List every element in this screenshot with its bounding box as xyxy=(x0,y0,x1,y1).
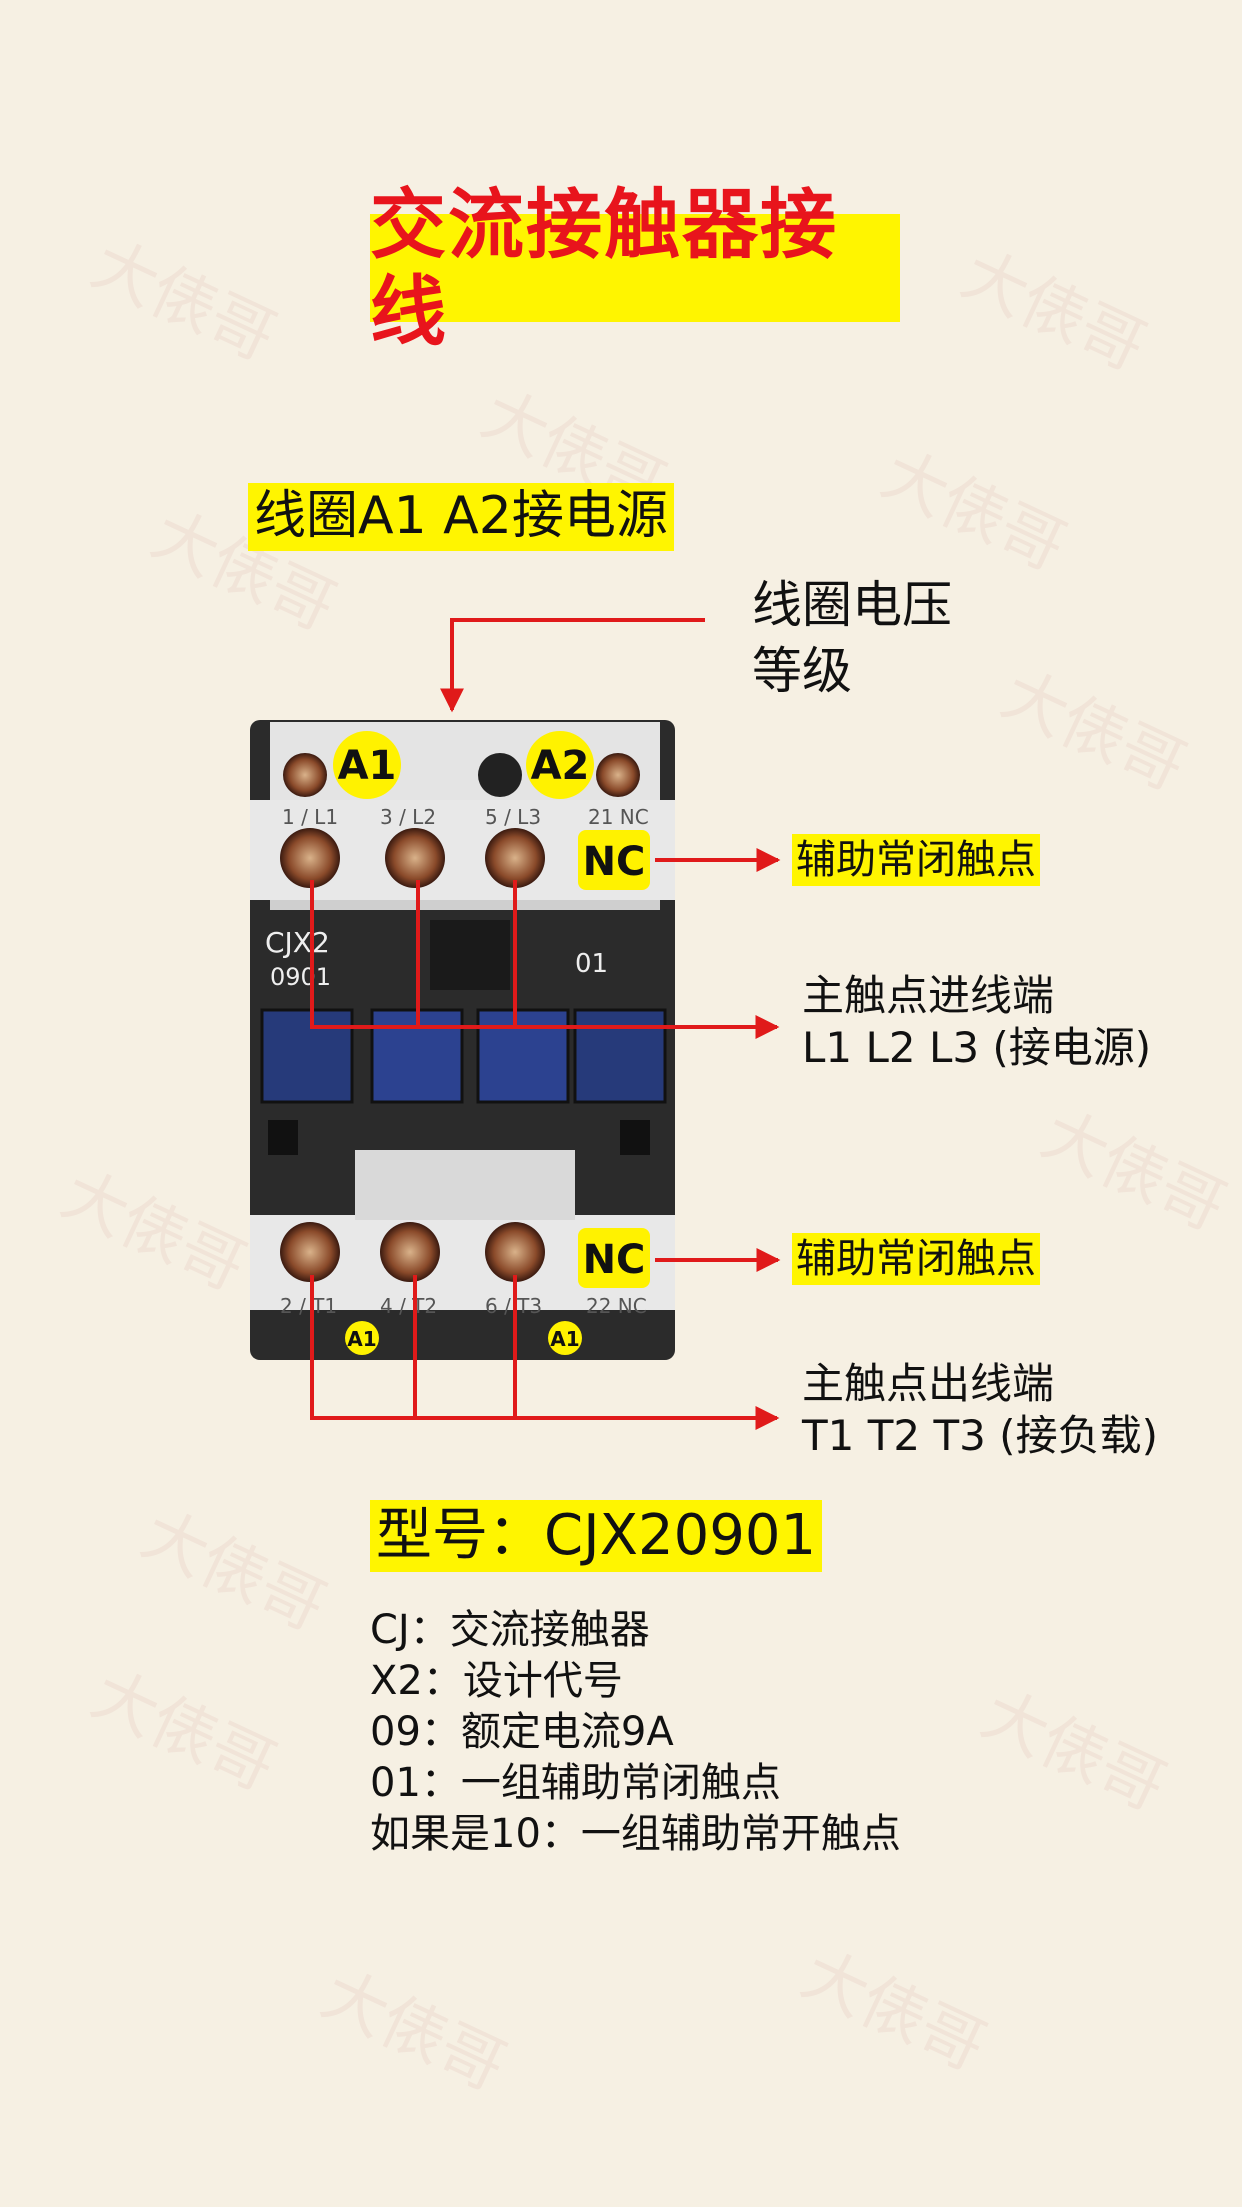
terminal-screw-l2 xyxy=(385,828,445,888)
model-label: 型号：CJX20901 xyxy=(370,1500,823,1573)
body-print-0901: 0901 xyxy=(270,963,331,991)
terminal-screw-t3 xyxy=(485,1222,545,1282)
small-badge-a1-right-text: A1 xyxy=(550,1327,579,1351)
terminal-label-t2: 4 / T2 xyxy=(380,1294,437,1318)
callout-main-out-line-1: 主触点出线端 xyxy=(802,1359,1055,1408)
watermark: 大俵哥 xyxy=(970,1677,1177,1826)
coil-badge-a2-text: A2 xyxy=(531,743,590,789)
arrow-coil-voltage xyxy=(440,618,705,713)
callout-aux-nc-top: 辅助常闭触点 xyxy=(792,834,1040,886)
callout-aux-nc-bottom: 辅助常闭触点 xyxy=(792,1233,1040,1285)
coil-badge-a1-text: A1 xyxy=(338,743,397,789)
nc-badge-bottom xyxy=(578,1228,650,1288)
watermark: 大俵哥 xyxy=(790,1937,997,2086)
arrow-main-out xyxy=(310,1275,780,1430)
callout-main-out-line-2: T1 T2 T3 (接负载) xyxy=(802,1411,1158,1460)
callout-main-in: 主触点进线端 L1 L2 L3 (接电源) xyxy=(802,970,1151,1074)
terminal-label-l2: 3 / L2 xyxy=(380,805,436,829)
watermark: 大俵哥 xyxy=(310,1957,517,2106)
wiring-arrows xyxy=(310,618,781,1430)
coil-voltage-line-2: 等级 xyxy=(752,642,852,700)
terminal-screw-t2 xyxy=(380,1222,440,1282)
callout-main-out: 主触点出线端 T1 T2 T3 (接负载) xyxy=(802,1358,1158,1462)
explanation-item: 01：一组辅助常闭触点 xyxy=(370,1760,781,1806)
terminal-label-21nc: 21 NC xyxy=(588,805,649,829)
contactor-diagram: 1 / L1 3 / L2 5 / L3 21 NC 2 / T1 4 / T2… xyxy=(250,618,781,1430)
terminal-screw-l1 xyxy=(280,828,340,888)
watermark: 大俵哥 xyxy=(80,1657,287,1806)
body-print-cjx2: CJX2 xyxy=(265,926,330,959)
explanation-item: 09：额定电流9A xyxy=(370,1709,674,1755)
explanation-item: X2：设计代号 xyxy=(370,1658,623,1704)
terminal-label-l3: 5 / L3 xyxy=(485,805,541,829)
terminal-label-l1: 1 / L1 xyxy=(282,805,338,829)
coil-voltage-label: 线圈电压 等级 xyxy=(752,572,952,704)
coil-voltage-line-1: 线圈电压 xyxy=(752,576,952,634)
explanation-item: CJ：交流接触器 xyxy=(370,1607,650,1653)
body-print-01: 01 xyxy=(575,949,608,979)
small-badge-a1-right xyxy=(548,1321,582,1355)
coil-screw-a1 xyxy=(283,753,327,797)
explanation-item: 如果是10：一组辅助常开触点 xyxy=(370,1811,901,1857)
aux-screw-top xyxy=(596,753,640,797)
coil-power-label: 线圈A1 A2接电源 xyxy=(248,483,674,551)
coil-screw-a2 xyxy=(478,753,522,797)
callout-main-in-line-1: 主触点进线端 xyxy=(802,971,1055,1020)
arrow-main-in xyxy=(310,880,780,1039)
terminal-screw-t1 xyxy=(280,1222,340,1282)
terminal-label-22nc: 22 NC xyxy=(586,1294,647,1318)
nc-badge-bottom-text: NC xyxy=(583,1237,646,1283)
terminal-label-t1: 2 / T1 xyxy=(280,1294,337,1318)
small-badge-a1-left xyxy=(345,1321,379,1355)
nc-badge-top xyxy=(578,830,650,890)
watermark: 大俵哥 xyxy=(130,1497,337,1646)
small-badge-a1-left-text: A1 xyxy=(347,1327,376,1351)
model-explanation-list: CJ：交流接触器 X2：设计代号 09：额定电流9A 01：一组辅助常闭触点 如… xyxy=(370,1605,901,1860)
coil-badge-a1 xyxy=(333,731,401,799)
nc-badge-top-text: NC xyxy=(583,839,646,885)
contactor-body xyxy=(250,720,675,1360)
callout-main-in-line-2: L1 L2 L3 (接电源) xyxy=(802,1023,1152,1072)
terminal-screw-l3 xyxy=(485,828,545,888)
coil-badge-a2 xyxy=(526,731,594,799)
